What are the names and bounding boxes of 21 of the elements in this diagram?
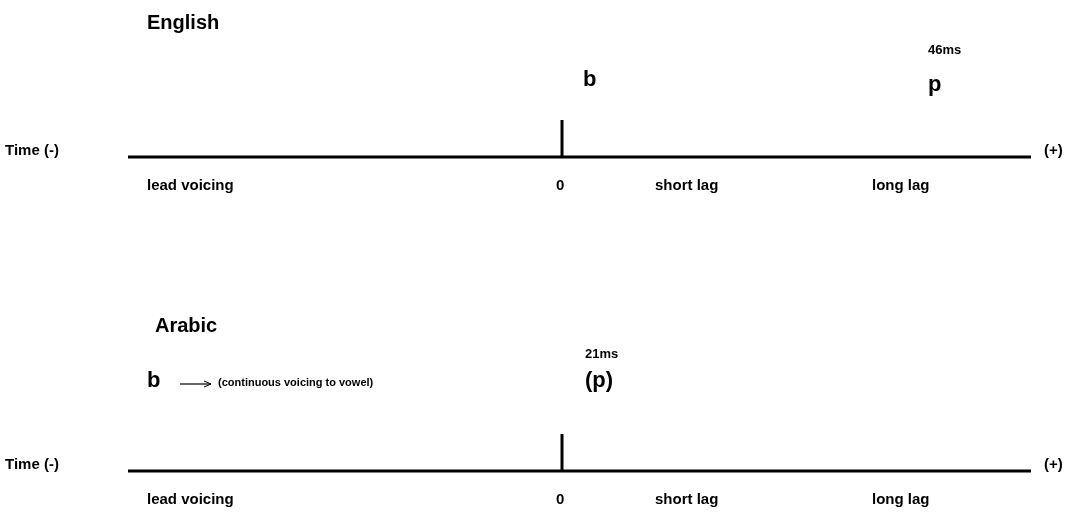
tick-label: 0 <box>556 491 565 506</box>
phoneme-label: (p) <box>585 369 614 391</box>
axis-label: Time (-) <box>5 456 59 471</box>
duration-label: 21ms <box>585 347 619 360</box>
region-label: long lag <box>872 177 930 192</box>
phoneme-label: b <box>147 369 161 391</box>
region-label: lead voicing <box>147 491 234 506</box>
phoneme-label: p <box>928 73 942 95</box>
panel-heading: Arabic <box>155 315 218 335</box>
panel-heading: English <box>147 12 220 32</box>
region-label: long lag <box>872 491 930 506</box>
duration-label: 46ms <box>928 43 962 56</box>
axis-label: (+) <box>1044 456 1063 471</box>
region-label: short lag <box>655 491 719 506</box>
annotation-text: (continuous voicing to vowel) <box>218 377 374 388</box>
phoneme-label: b <box>583 68 597 90</box>
tick-label: 0 <box>556 177 565 192</box>
axis-label: Time (-) <box>5 142 59 157</box>
region-label: short lag <box>655 177 719 192</box>
axis-label: (+) <box>1044 142 1063 157</box>
region-label: lead voicing <box>147 177 234 192</box>
